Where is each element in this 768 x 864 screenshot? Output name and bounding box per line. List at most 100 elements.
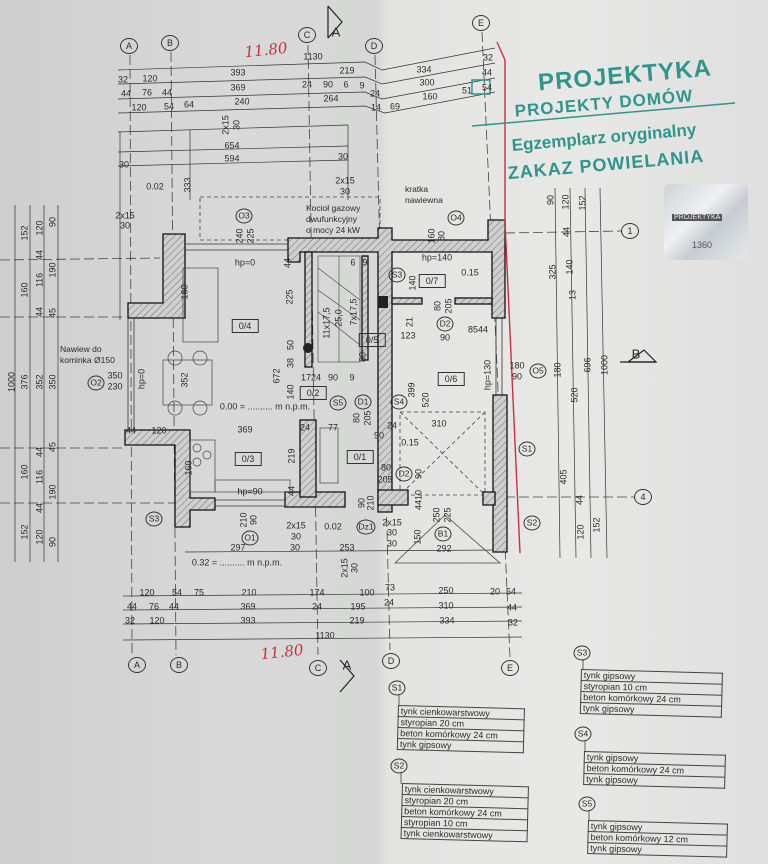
dim: 24 [311, 601, 323, 612]
note-line: nawiewna [405, 195, 443, 205]
dim: 75 [193, 587, 205, 598]
dim: 369 [237, 424, 253, 435]
dim: 44 [34, 446, 45, 458]
dim: 140 [564, 259, 575, 275]
room-0-7: 0/7 [418, 274, 446, 288]
dim: 80 [351, 412, 362, 424]
dim: 160 [19, 464, 30, 480]
dim: 51 [461, 85, 473, 96]
dim: 2x15 [115, 210, 135, 221]
dim: 520 [569, 387, 580, 403]
plot-boundary-line [496, 41, 521, 554]
dim: 253 [339, 542, 355, 553]
dim: 54 [171, 587, 183, 598]
dim: 120 [34, 529, 45, 545]
dim: 393 [230, 67, 246, 78]
entry-door-dz1: Dz1 [356, 519, 376, 535]
note-line: kominka Ø150 [60, 355, 115, 365]
dim: 90 [545, 194, 556, 206]
legend-tag-s2: S2 [390, 758, 408, 774]
dim: 76 [141, 87, 153, 98]
dim: 4410 [413, 489, 424, 511]
dim: 44 [34, 502, 45, 514]
dim: 116 [34, 469, 45, 485]
legend-tag-s3: S3 [573, 645, 591, 661]
dim: 44 [34, 306, 45, 318]
dim: 44 [561, 226, 572, 238]
dim: 24 [383, 597, 395, 608]
dim: 120 [151, 425, 167, 436]
dim: 90 [248, 514, 259, 526]
dim: 44 [34, 249, 45, 261]
dim: 225 [245, 228, 256, 244]
dim: 520 [420, 392, 431, 408]
window-o5: O5 [529, 363, 547, 379]
dim: 140 [407, 275, 418, 291]
dim: 90 [322, 79, 334, 90]
dim: 30 [386, 538, 398, 549]
axis-d-top: D [365, 38, 383, 54]
dim: 90 [439, 332, 451, 343]
dim: 7x17,5 [348, 298, 359, 326]
dim: 205 [362, 410, 373, 426]
note-line: dwufunkcyjny [306, 214, 358, 224]
room-0-5: 0/5 [358, 333, 386, 347]
room-0-6: 0/6 [437, 372, 465, 386]
dim: 9 [359, 80, 365, 91]
dim: 205 [377, 474, 393, 485]
wall-marker-s5: S5 [329, 395, 347, 411]
note-line: kratka [405, 184, 429, 194]
dim: 2x15 [335, 175, 355, 186]
dim: 190 [47, 262, 58, 278]
entrance-b1: B1 [434, 526, 452, 542]
dim: 334 [416, 64, 432, 75]
dim: 180 [552, 362, 563, 378]
dim: 44 [286, 485, 297, 497]
dim: 352 [34, 374, 45, 390]
dim: 76 [148, 601, 160, 612]
dim: 160 [422, 91, 438, 102]
dim: 100 [359, 587, 375, 598]
dim: 30 [119, 220, 131, 231]
dim: 325 [547, 264, 558, 280]
dim: 24 [299, 422, 311, 433]
dim: 73 [384, 582, 396, 593]
dim: 292 [436, 543, 452, 554]
dim: 44 [126, 601, 138, 612]
dim: 160 [19, 282, 30, 298]
sill-height: hp=140 [421, 252, 453, 263]
dim: 44 [120, 88, 132, 99]
wall-marker-s2: S2 [523, 515, 541, 531]
sill-height: hp=90 [237, 486, 263, 497]
chimney [303, 296, 388, 353]
dim: 219 [286, 448, 297, 464]
dim: 30 [337, 151, 349, 162]
dim: 90 [47, 536, 58, 548]
wall-marker-s3: S3 [145, 511, 163, 527]
dim: 297 [230, 542, 246, 553]
axis-c-bottom: C [309, 660, 327, 676]
dim: 8544 [467, 324, 489, 335]
boiler-note: Kocioł gazowy dwufunkcyjny o mocy 24 kW [306, 203, 360, 236]
dim: 399 [406, 382, 417, 398]
dim: 350 [107, 370, 123, 381]
window-o2: O2 [87, 375, 105, 391]
dim: 174 [309, 587, 325, 598]
dim: 230 [107, 381, 123, 392]
dim-total: 1000 [6, 371, 17, 393]
dim: 369 [240, 601, 256, 612]
furniture [162, 267, 339, 493]
dim: 6 [343, 79, 349, 90]
dim: 180 [509, 360, 525, 371]
axis-b-top: B [161, 35, 179, 51]
dim: 6 [350, 257, 356, 268]
dim: 24 [301, 79, 313, 90]
dim: 150 [412, 529, 423, 545]
dim: 160 [426, 228, 437, 244]
section-markers [327, 5, 658, 693]
dim: 405 [558, 469, 569, 485]
dim: 205 [443, 298, 454, 314]
dim: 25,0 [333, 309, 344, 327]
dim: 310 [431, 418, 447, 429]
